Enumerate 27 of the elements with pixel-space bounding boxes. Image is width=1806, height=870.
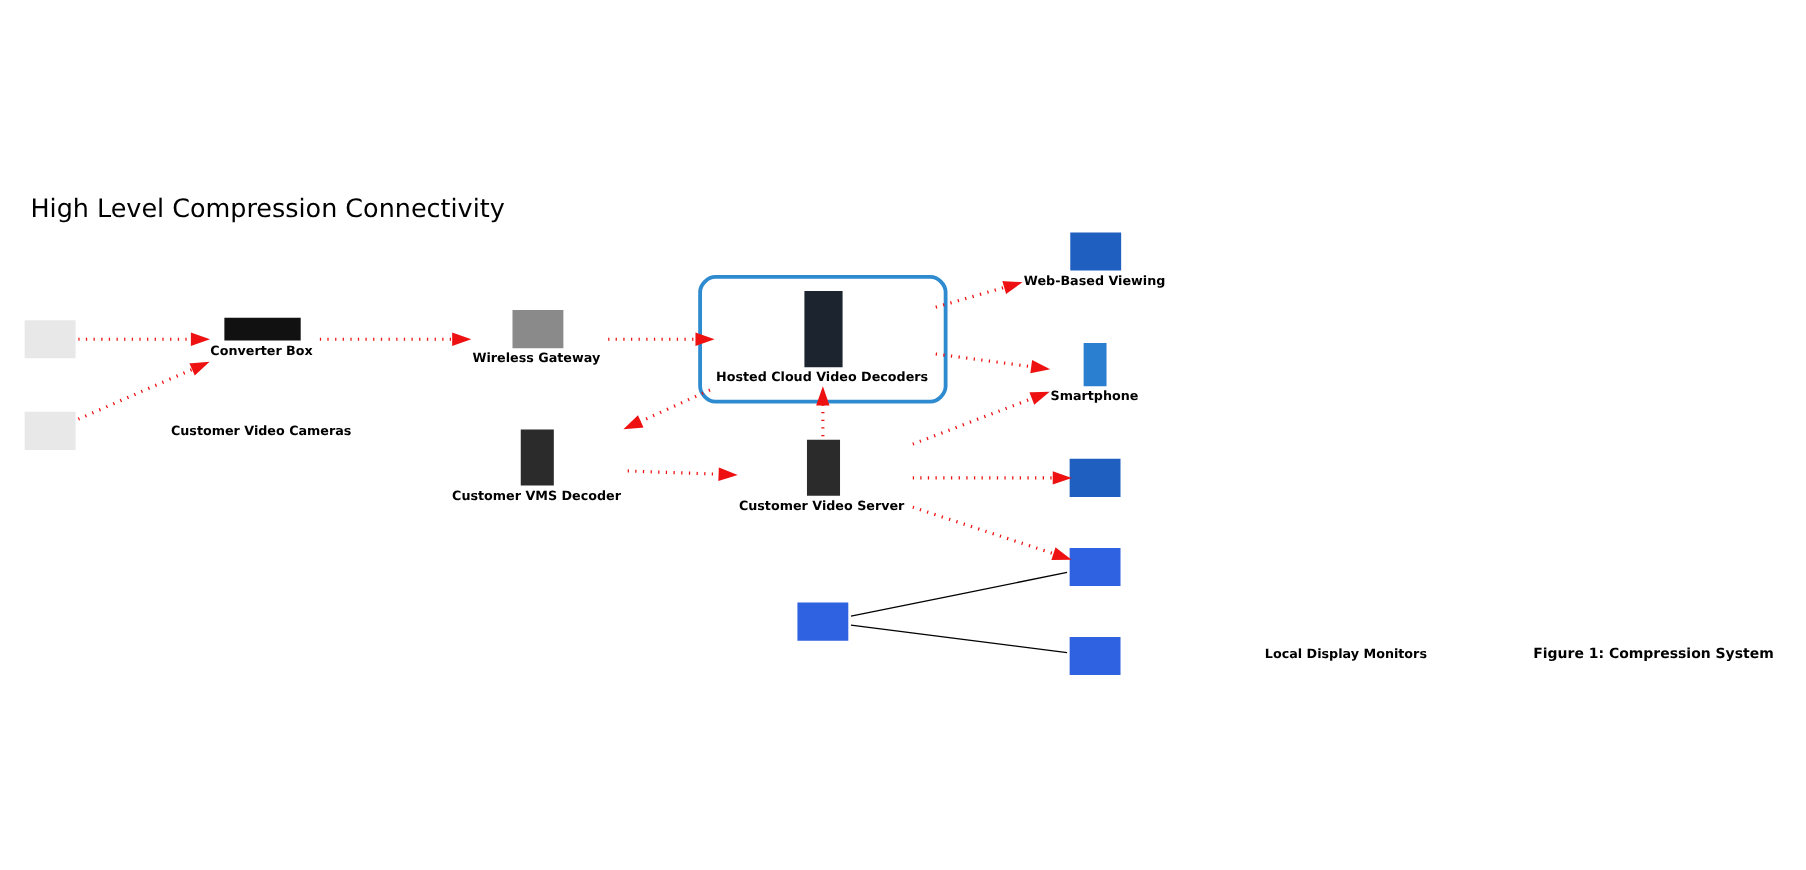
node-box <box>520 429 554 486</box>
arrow <box>912 505 1072 560</box>
arrow <box>78 332 210 346</box>
node-box <box>806 439 841 496</box>
node-box <box>1069 547 1121 587</box>
node-box <box>1070 232 1122 271</box>
node-box <box>24 320 76 359</box>
node-box <box>804 290 843 368</box>
node-box <box>24 411 76 450</box>
node-box <box>1069 636 1121 676</box>
arrow <box>912 391 1050 446</box>
node-box <box>512 310 564 349</box>
node-box <box>797 602 849 641</box>
arrow <box>319 332 472 346</box>
arrow <box>935 281 1023 309</box>
connector <box>850 571 1068 617</box>
arrow <box>77 361 210 421</box>
arrow <box>608 332 715 346</box>
node-box <box>224 317 301 341</box>
node-box <box>1083 343 1107 387</box>
arrow <box>912 471 1072 485</box>
diagram-title: High Level Compression Connectivity <box>30 192 505 223</box>
arrow <box>627 467 738 481</box>
node-box <box>1069 458 1121 497</box>
arrow <box>623 388 711 430</box>
arrow <box>816 386 830 437</box>
connector <box>850 624 1068 654</box>
